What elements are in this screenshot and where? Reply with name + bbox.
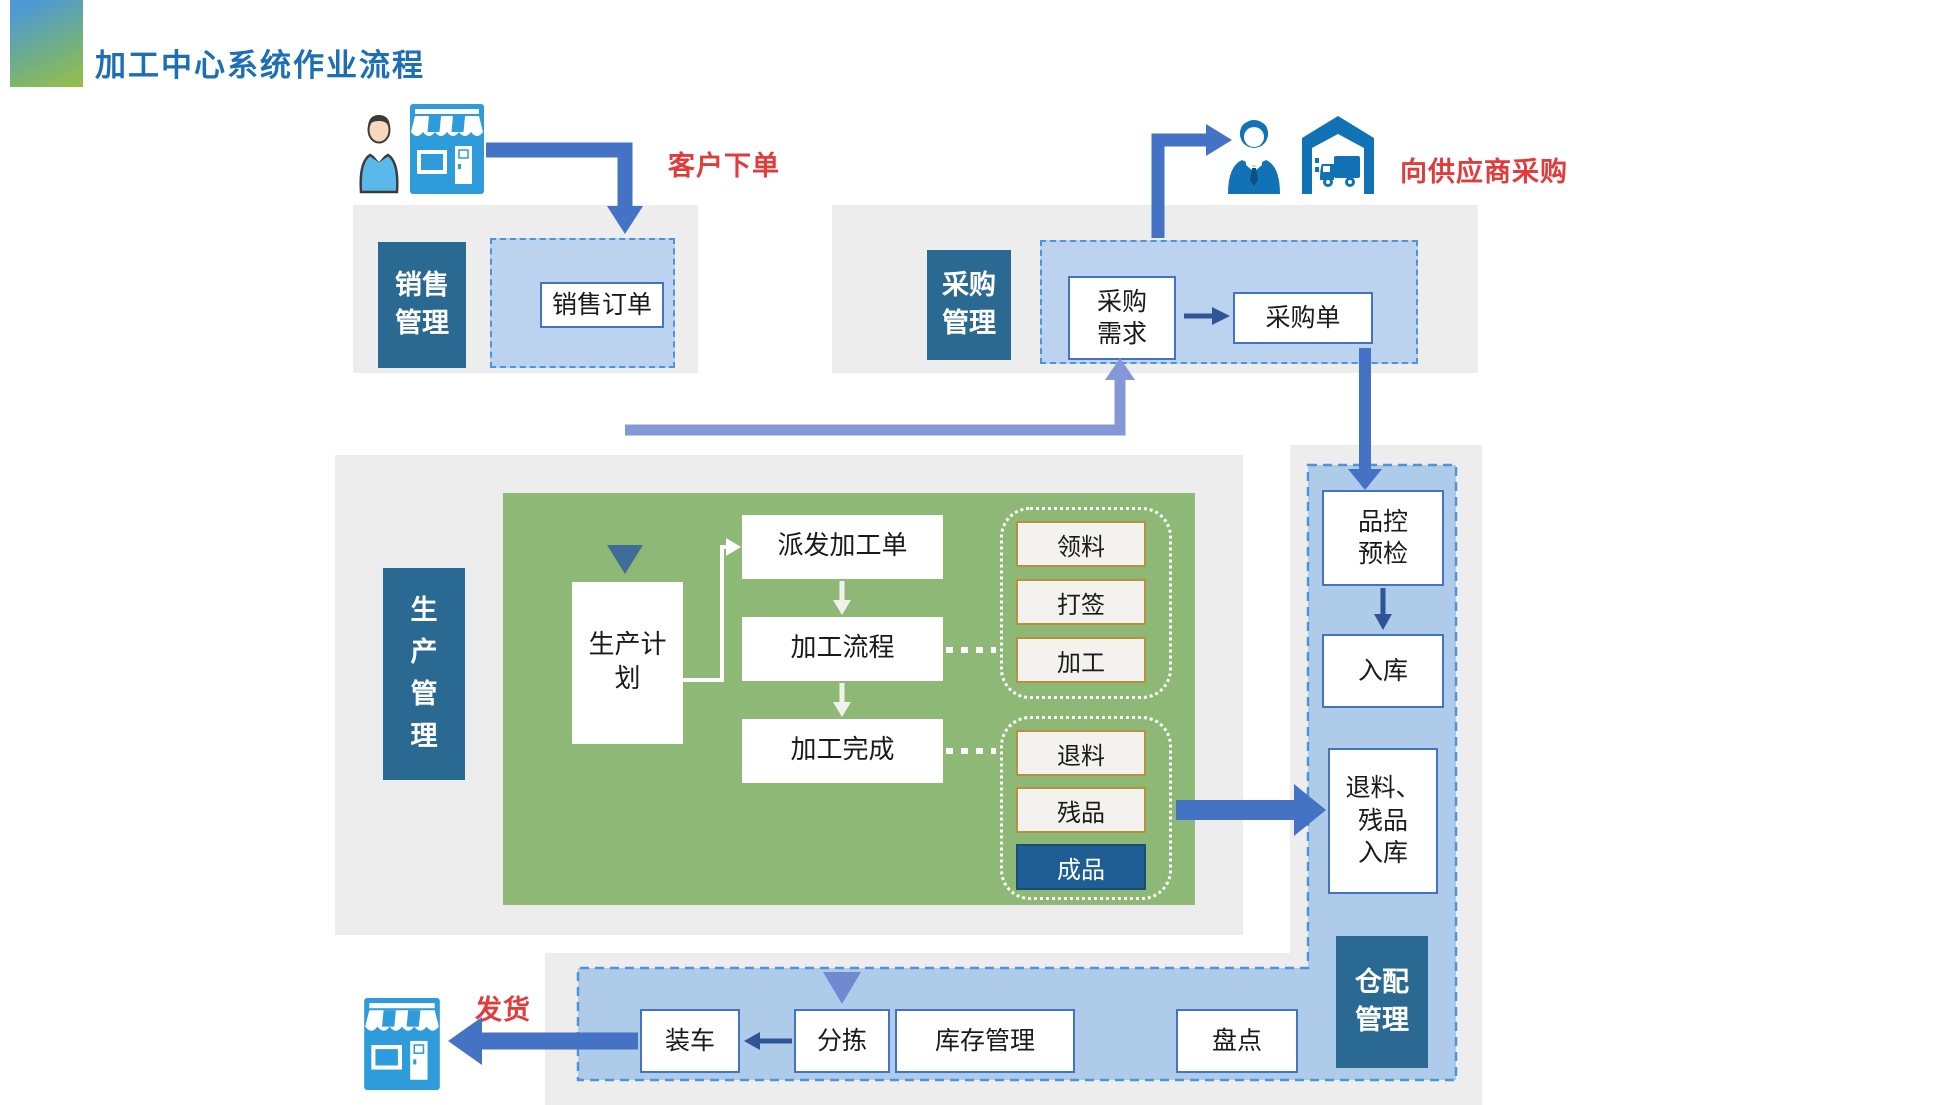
sales-order-box: 销售订单 xyxy=(540,282,664,328)
corner-gradient-decoration xyxy=(10,0,83,87)
person-icon xyxy=(356,112,402,194)
process-steps-group xyxy=(1000,507,1172,699)
warehouse-management-text: 仓配管理 xyxy=(1355,967,1409,1036)
purchasing-management-label: 采购管理 xyxy=(927,250,1011,360)
customer-order-annotation: 客户下单 xyxy=(668,151,780,182)
production-management-text: 生产管理 xyxy=(410,595,438,752)
sorting-box: 分拣 xyxy=(794,1009,890,1073)
process-flow-box: 加工流程 xyxy=(742,617,943,681)
step-tagging-box: 打签 xyxy=(1016,579,1146,625)
warehouse-truck-icon xyxy=(1300,114,1376,194)
qc-precheck-box: 品控预检 xyxy=(1322,490,1444,586)
stocktake-box: 盘点 xyxy=(1176,1009,1298,1073)
page-title: 加工中心系统作业流程 xyxy=(95,48,425,84)
step-material-picking-box: 领料 xyxy=(1016,521,1146,567)
production-management-label: 生产管理 xyxy=(383,568,465,780)
inbound-box: 入库 xyxy=(1322,634,1444,708)
dispatch-work-order-box: 派发加工单 xyxy=(742,515,943,579)
sales-management-text: 销售管理 xyxy=(395,270,449,339)
supplier-purchase-annotation: 向供应商采购 xyxy=(1400,157,1568,188)
sales-management-label: 销售管理 xyxy=(378,242,466,368)
loading-box: 装车 xyxy=(640,1009,740,1073)
businessman-icon xyxy=(1225,118,1283,194)
purchasing-management-text: 采购管理 xyxy=(942,270,996,339)
ship-annotation: 发货 xyxy=(475,995,531,1026)
process-complete-box: 加工完成 xyxy=(742,719,943,783)
output-defective-box: 残品 xyxy=(1016,787,1146,833)
process-outputs-group xyxy=(1000,716,1172,900)
production-plan-box: 生产计划 xyxy=(572,582,683,744)
inventory-management-box: 库存管理 xyxy=(895,1009,1075,1073)
output-returned-material-box: 退料 xyxy=(1016,730,1146,776)
purchase-order-box: 采购单 xyxy=(1233,292,1373,344)
storefront-icon xyxy=(362,998,442,1090)
purchase-demand-box: 采购需求 xyxy=(1068,276,1176,360)
warehouse-management-label: 仓配管理 xyxy=(1336,936,1428,1068)
return-defective-inbound-box: 退料、 残品 入库 xyxy=(1328,748,1438,894)
storefront-icon xyxy=(410,104,484,194)
output-finished-product-box: 成品 xyxy=(1016,844,1146,890)
step-processing-box: 加工 xyxy=(1016,637,1146,683)
